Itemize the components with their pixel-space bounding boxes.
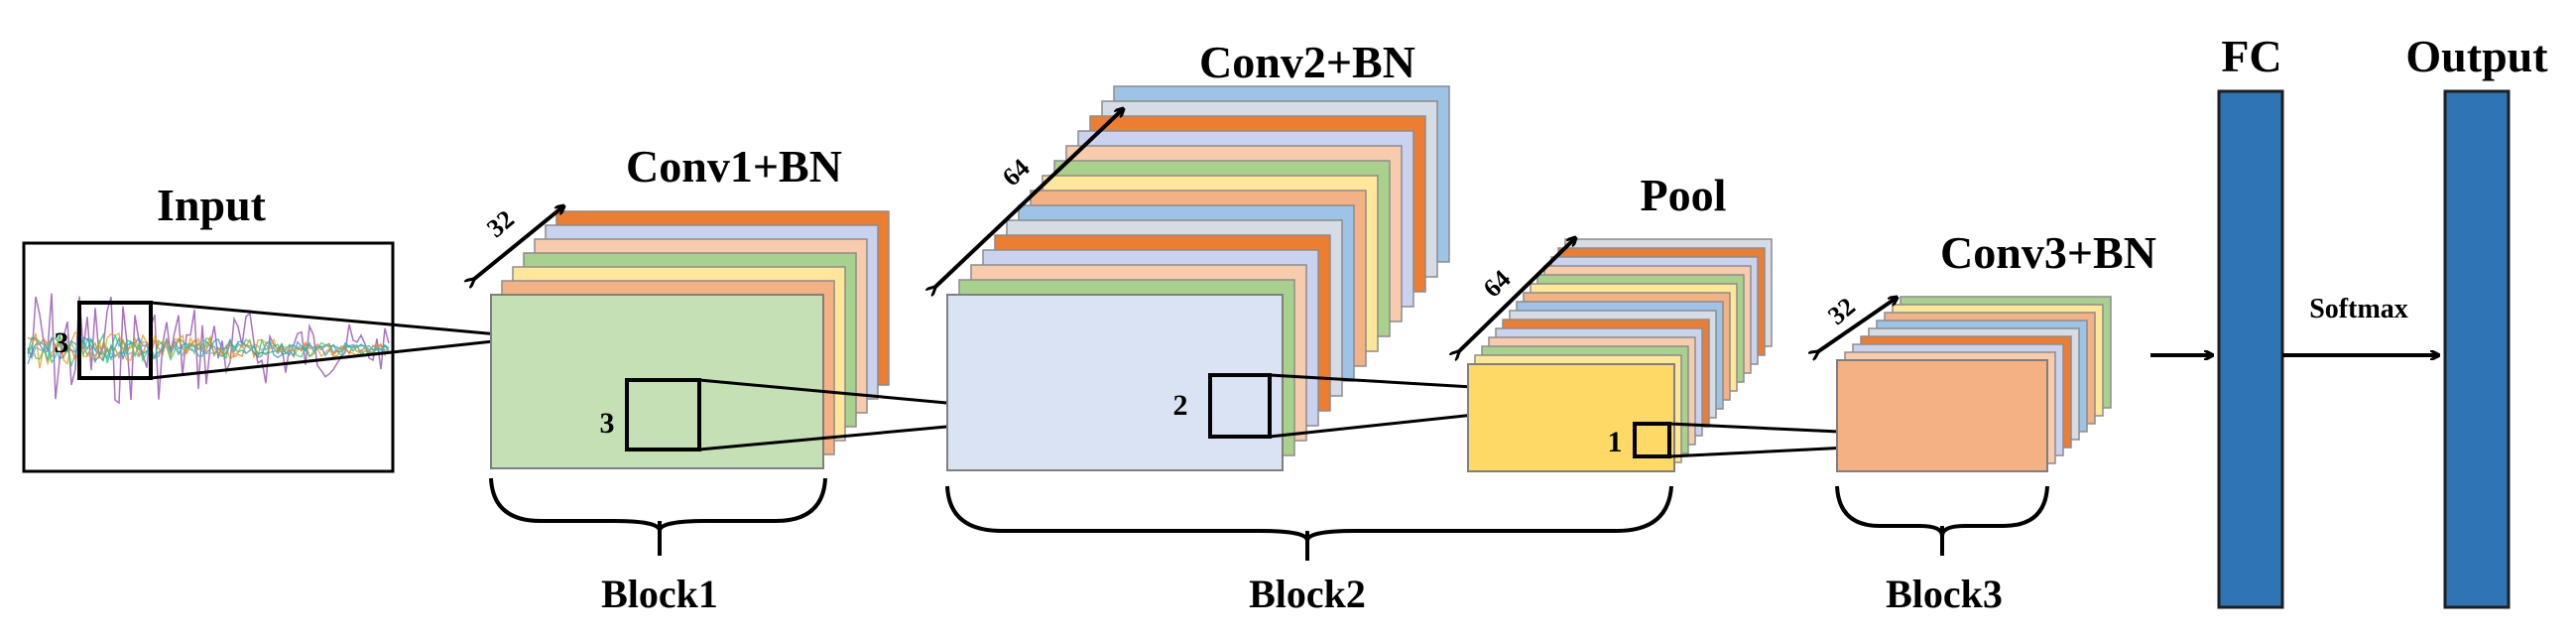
block2-label: Block2 (1249, 572, 1366, 616)
signal-wave (27, 335, 390, 365)
conv1-kernel-size: 3 (600, 407, 615, 440)
conv2-kernel-window (1208, 373, 1272, 439)
softmax-label: Softmax (2309, 294, 2408, 324)
conv2-depth-arrow (934, 109, 1123, 288)
conv3-depth-arrow (1817, 298, 1897, 352)
input-projection-line-top (150, 301, 532, 339)
output-layer (2443, 89, 2511, 609)
conv1-depth-label: 32 (481, 204, 520, 243)
pool-label: Pool (1641, 170, 1727, 220)
output-label: Output (2405, 31, 2548, 81)
input-label: Input (157, 180, 267, 230)
conv2-kernel-size: 2 (1173, 389, 1188, 422)
signal-wave (27, 336, 390, 361)
conv2-front-map (946, 294, 1284, 471)
conv1-kernel-window (625, 378, 701, 451)
block1-label: Block1 (601, 572, 718, 616)
conv1-label: Conv1+BN (626, 141, 842, 192)
conv3-front-map (1836, 359, 2048, 472)
conv2-depth-label: 64 (997, 153, 1036, 192)
input-kernel-size: 3 (55, 326, 69, 359)
conv3-label: Conv3+BN (1940, 227, 2156, 278)
pool-front-map (1467, 363, 1675, 472)
conv1-depth-arrow (473, 206, 563, 280)
fc-layer (2217, 89, 2284, 609)
fc-label: FC (2221, 31, 2281, 81)
input-projection-line-bottom (150, 335, 532, 380)
pool-depth-arrow (1458, 238, 1575, 352)
signal-wave (27, 330, 390, 369)
pool-kernel-window (1633, 422, 1671, 458)
pool-kernel-size: 1 (1608, 426, 1623, 458)
pool-depth-label: 64 (1478, 264, 1517, 303)
input-kernel-window (77, 301, 153, 380)
input-signal-box (22, 241, 395, 473)
signal-wave (27, 340, 390, 359)
conv2-label: Conv2+BN (1199, 37, 1415, 87)
signal-wave (27, 293, 390, 405)
block3-label: Block3 (1886, 572, 2003, 616)
input-signal-waveforms (27, 293, 390, 405)
